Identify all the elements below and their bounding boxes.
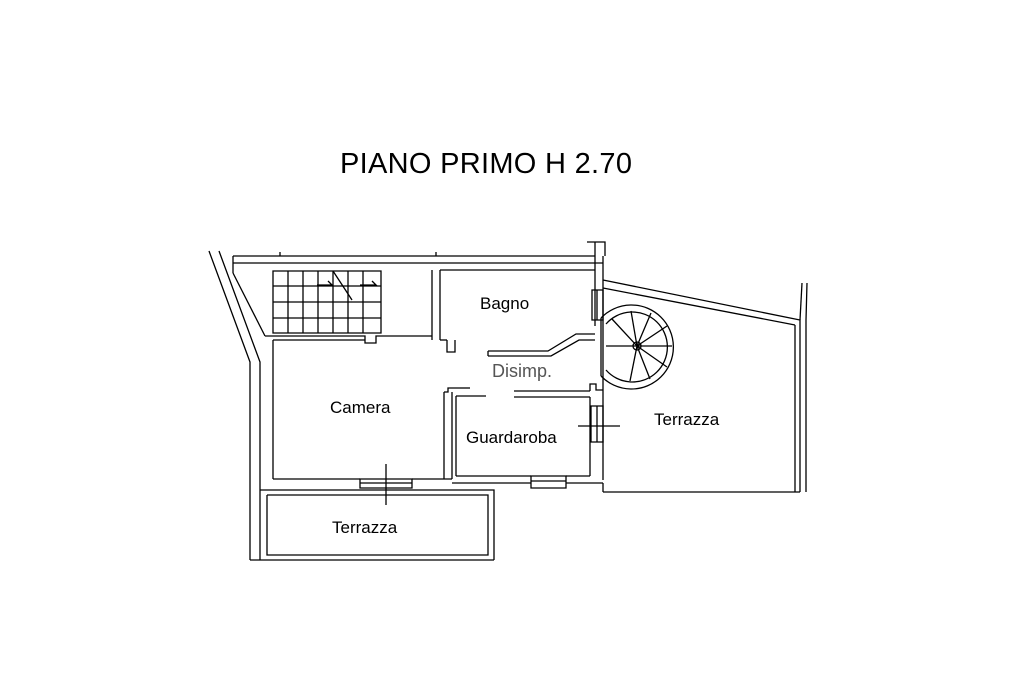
west-slanted-wall bbox=[209, 251, 265, 560]
room-label-disimpegno: Disimp. bbox=[492, 361, 553, 381]
bagno-window bbox=[592, 290, 603, 320]
room-label-terrazza-right: Terrazza bbox=[654, 410, 720, 429]
terrace-door bbox=[578, 406, 620, 442]
room-label-bagno: Bagno bbox=[480, 294, 530, 313]
staircase bbox=[273, 271, 381, 333]
bottom-terrace-outline bbox=[250, 490, 494, 560]
bagno-south-wall bbox=[488, 334, 595, 356]
guardaroba-walls bbox=[452, 384, 603, 483]
camera-window bbox=[360, 464, 412, 505]
room-label-guardaroba: Guardaroba bbox=[466, 428, 557, 447]
camera-walls bbox=[265, 336, 460, 479]
plan-title: PIANO PRIMO H 2.70 bbox=[340, 148, 633, 180]
guardaroba-window bbox=[531, 476, 566, 488]
stair-bagno-wall bbox=[432, 270, 595, 352]
north-wall bbox=[233, 252, 603, 273]
room-label-terrazza-bottom: Terrazza bbox=[332, 518, 398, 537]
right-terrace-outline bbox=[603, 280, 807, 492]
room-label-camera: Camera bbox=[330, 398, 391, 417]
spiral-staircase bbox=[601, 305, 673, 389]
